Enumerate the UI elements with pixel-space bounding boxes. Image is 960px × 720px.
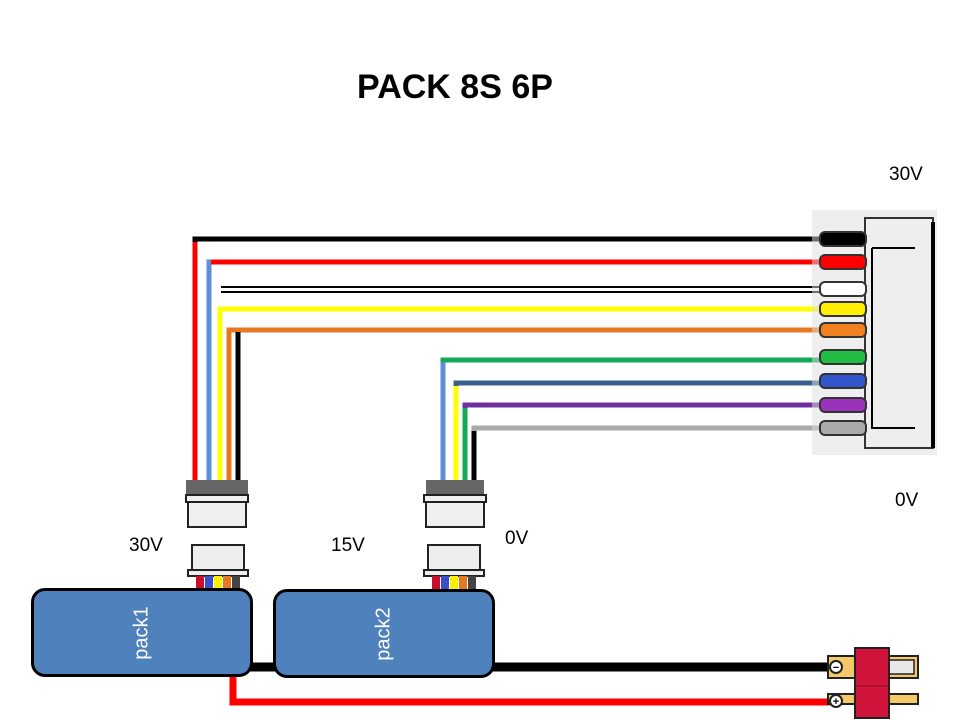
label-pack2-low: 0V	[505, 528, 529, 549]
balance-pin	[819, 420, 867, 436]
pack2-jst-plug	[423, 480, 487, 590]
balance-pin	[819, 397, 867, 413]
pack1-jst-plug	[185, 480, 249, 590]
negative-terminal-icon	[829, 660, 843, 674]
pigtail-wire	[223, 576, 231, 590]
wire-orange	[226, 327, 830, 495]
wire-navy	[453, 380, 830, 495]
balance-pin	[819, 254, 867, 270]
pigtail-wire	[196, 576, 204, 590]
pack2-balance-wires	[440, 357, 830, 495]
wire-purple	[462, 402, 830, 495]
pigtail-wire	[459, 576, 467, 590]
balance-pin	[819, 349, 867, 365]
pigtail-wire	[468, 576, 476, 590]
pack1-box: pack1	[31, 588, 253, 677]
pack1-balance-wires	[192, 236, 830, 495]
pigtail-wire	[214, 576, 222, 590]
positive-wire	[229, 675, 830, 706]
balance-pin	[819, 322, 867, 338]
balance-connector	[812, 210, 937, 455]
pigtail-wire	[432, 576, 440, 590]
balance-pin	[819, 231, 867, 247]
wire-yellow	[217, 306, 830, 495]
label-pack2-voltage: 15V	[331, 535, 365, 556]
label-balance-bottom: 0V	[895, 490, 919, 511]
positive-terminal-icon	[829, 694, 843, 708]
wire-blue	[206, 259, 830, 495]
label-pack1-voltage: 30V	[129, 535, 163, 556]
deans-connector: − +	[827, 647, 919, 719]
plus-symbol: +	[833, 696, 839, 708]
minus-symbol: −	[833, 662, 839, 674]
balance-pin	[819, 281, 867, 297]
pigtail-wire	[450, 576, 458, 590]
pack2-box: pack2	[273, 589, 495, 678]
label-balance-top: 30V	[889, 164, 923, 185]
balance-pin	[819, 301, 867, 317]
wire-gray	[471, 425, 830, 495]
pack1-label: pack1	[130, 605, 153, 660]
pigtail-wire	[441, 576, 449, 590]
pack2-label: pack2	[372, 606, 395, 661]
wire-black-30v	[192, 236, 830, 495]
balance-pin	[819, 373, 867, 389]
pigtail-wire	[205, 576, 213, 590]
pigtail-wire	[232, 576, 240, 590]
diagram-title: PACK 8S 6P	[357, 68, 553, 106]
